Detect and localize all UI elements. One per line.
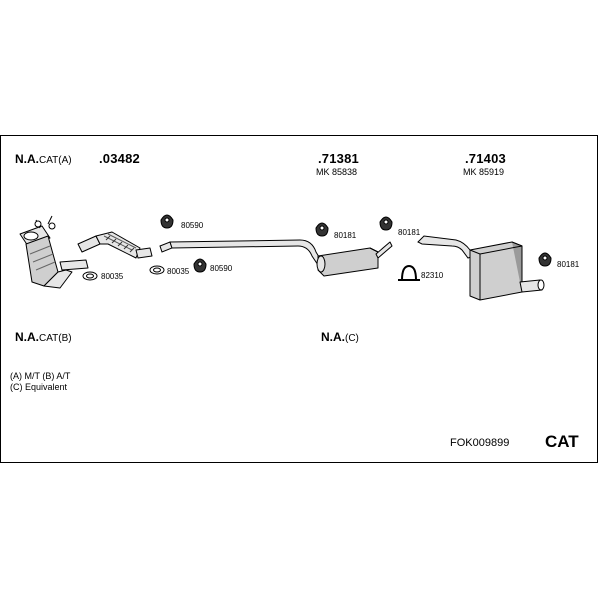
catalytic-converter (19, 215, 89, 289)
rear-silencer (469, 241, 545, 301)
legend-line-2: (C) Equivalent (10, 382, 68, 392)
label-80181-a: 80181 (334, 231, 357, 240)
mount-kit-rear: MK 85919 (463, 167, 505, 177)
hanger-80181-a (315, 222, 329, 237)
header-na-c-suffix: (C) (345, 333, 359, 344)
header-na-c: N.A.(C) (321, 331, 359, 344)
gasket-80035-left (82, 271, 98, 281)
legend-line-1: (A) M/T (B) A/T (10, 371, 71, 381)
label-80035-mid: 80035 (167, 267, 190, 276)
header-na-b-suffix: CAT(B) (39, 333, 72, 344)
set-code: FOK009899 (450, 437, 510, 449)
header-na-prefix: N.A. (15, 152, 39, 166)
label-80590-top: 80590 (181, 221, 204, 230)
header-na-suffix: CAT(A) (39, 155, 72, 166)
part-number-catalyst: .03482 (99, 151, 140, 166)
label-80181-c: 80181 (557, 260, 580, 269)
header-na-b-prefix: N.A. (15, 330, 39, 344)
hanger-80181-b (379, 216, 393, 231)
hanger-80181-c (538, 252, 552, 267)
intermediate-pipe (159, 239, 323, 270)
label-82310: 82310 (421, 271, 444, 280)
label-80590-mid: 80590 (210, 264, 233, 273)
header-na-cat-a: N.A.CAT(A) (15, 153, 72, 166)
gasket-80035-mid (149, 265, 165, 275)
hanger-80590-mid (193, 258, 207, 273)
legend: (A) M/T (B) A/T (C) Equivalent (10, 371, 70, 393)
part-number-middle-silencer: .71381 (318, 151, 359, 166)
mount-kit-middle: MK 85838 (316, 167, 358, 177)
label-80035-left: 80035 (101, 272, 124, 281)
middle-silencer (316, 241, 393, 277)
category-label: CAT (545, 432, 579, 451)
rear-pipe (417, 235, 475, 259)
header-na-cat-b: N.A.CAT(B) (15, 331, 72, 344)
header-na-c-prefix: N.A. (321, 330, 345, 344)
label-80181-b: 80181 (398, 228, 421, 237)
hanger-80590-top (160, 214, 174, 229)
clamp-82310 (398, 264, 420, 281)
front-pipe (77, 231, 153, 259)
diagram-frame (0, 135, 598, 463)
part-number-rear-silencer: .71403 (465, 151, 506, 166)
